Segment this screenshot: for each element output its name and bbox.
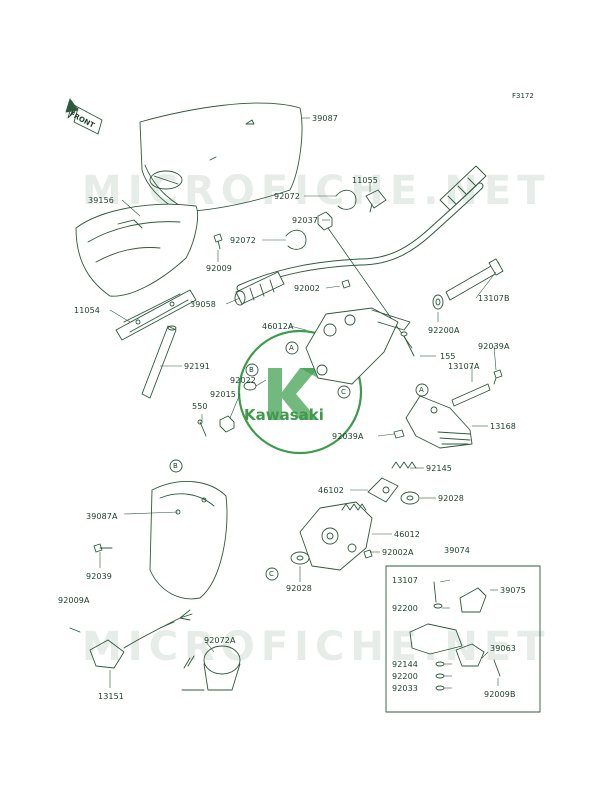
label-39075: 39075	[500, 586, 526, 595]
screw-92039A-upper	[493, 369, 503, 385]
cover-39087A	[149, 481, 228, 600]
label-13107: 13107	[392, 576, 418, 585]
label-39058: 39058	[190, 300, 216, 309]
housing-46012A	[305, 307, 411, 385]
label-13168: 13168	[490, 422, 516, 431]
callout-C-lower	[265, 567, 279, 581]
bolt-92002	[341, 279, 351, 289]
label-92072-upper: 92072	[274, 192, 300, 201]
pin-550	[197, 419, 207, 437]
label-155: 155	[440, 352, 456, 361]
callout-letter-C-2: C	[269, 570, 274, 578]
figure-code: F3172	[512, 92, 534, 100]
label-13107B: 13107B	[478, 294, 510, 303]
label-92200: 92200	[392, 604, 418, 613]
label-92200-b: 92200	[392, 672, 418, 681]
lever-13168	[405, 395, 473, 449]
label-11054: 11054	[74, 306, 100, 315]
label-92028-lower: 92028	[286, 584, 312, 593]
callout-letter-A: A	[289, 344, 294, 352]
bolt-92002A	[363, 549, 373, 559]
label-92144: 92144	[392, 660, 418, 669]
nut-92015	[219, 415, 235, 433]
housing-46012	[299, 501, 373, 571]
label-92145: 92145	[426, 464, 452, 473]
label-39063: 39063	[490, 644, 516, 653]
screw-92009A	[69, 627, 81, 633]
screw-92009	[213, 233, 223, 250]
washer-92028-upper	[400, 491, 420, 505]
label-92037: 92037	[292, 216, 318, 225]
label-46012A: 46012A	[262, 322, 294, 331]
callout-letter-B-2: B	[173, 462, 178, 470]
label-92033: 92033	[392, 684, 418, 693]
label-92015: 92015	[210, 390, 236, 399]
pin-13107B	[445, 258, 504, 301]
label-46012: 46012	[394, 530, 420, 539]
label-92191: 92191	[184, 362, 210, 371]
rod-92191	[141, 325, 177, 399]
nut-92037	[317, 211, 333, 231]
bracket-11054	[115, 289, 197, 341]
callout-letter-C: C	[341, 388, 346, 396]
label-92009: 92009	[206, 264, 232, 273]
kawasaki-logo	[237, 329, 363, 455]
switch-13151	[89, 609, 193, 669]
label-92002A: 92002A	[382, 548, 414, 557]
callout-letter-B: B	[249, 366, 254, 374]
screw-92039	[93, 543, 113, 553]
collar-92022	[243, 381, 257, 391]
watermark-lower: MICROFICHE.NET	[82, 624, 551, 670]
watermark-upper: MICROFICHE.NET	[82, 168, 551, 214]
handlebar	[234, 165, 487, 306]
collar-46102	[367, 477, 399, 503]
label-92039: 92039	[86, 572, 112, 581]
kawasaki-logo-text: Kawasaki	[244, 406, 324, 424]
label-92072-lower: 92072	[230, 236, 256, 245]
label-46102: 46102	[318, 486, 344, 495]
label-92072A: 92072A	[204, 636, 236, 645]
front-arrow	[65, 98, 103, 135]
clamp-92072A	[181, 645, 241, 691]
label-39156: 39156	[88, 196, 114, 205]
label-13107A: 13107A	[448, 362, 480, 371]
callout-B-lower	[169, 459, 183, 473]
label-39074: 39074	[444, 546, 470, 555]
label-92009B: 92009B	[484, 690, 516, 699]
clamp-92072-upper	[335, 189, 357, 210]
label-92028-upper: 92028	[438, 494, 464, 503]
label-92002: 92002	[294, 284, 320, 293]
cover-39087	[139, 102, 303, 213]
cover-39156	[75, 203, 198, 297]
clamp-92072-lower	[285, 229, 307, 250]
callout-letter-A-2: A	[419, 386, 424, 394]
screw-92039A-lower	[393, 429, 405, 439]
leader-lines	[99, 117, 499, 689]
washer-92028-lower	[290, 551, 310, 565]
label-39087: 39087	[312, 114, 338, 123]
label-92039A-upper: 92039A	[478, 342, 510, 351]
label-39087A: 39087A	[86, 512, 118, 521]
inset-box-39074	[385, 565, 541, 713]
throttle-11055	[365, 189, 387, 213]
spring-92145	[391, 461, 417, 469]
label-92200A: 92200A	[428, 326, 460, 335]
label-550: 550	[192, 402, 208, 411]
callout-A-upper	[285, 341, 299, 355]
washer-92200A	[432, 294, 444, 310]
label-92039A-lower: 92039A	[332, 432, 364, 441]
callout-C-upper	[337, 385, 351, 399]
bolt-155	[400, 331, 415, 357]
pin-13107A	[451, 383, 491, 407]
label-11055: 11055	[352, 176, 378, 185]
label-92009A: 92009A	[58, 596, 90, 605]
label-92022: 92022	[230, 376, 256, 385]
label-13151: 13151	[98, 692, 124, 701]
callout-B-upper	[245, 363, 259, 377]
callout-A-lower	[415, 383, 429, 397]
